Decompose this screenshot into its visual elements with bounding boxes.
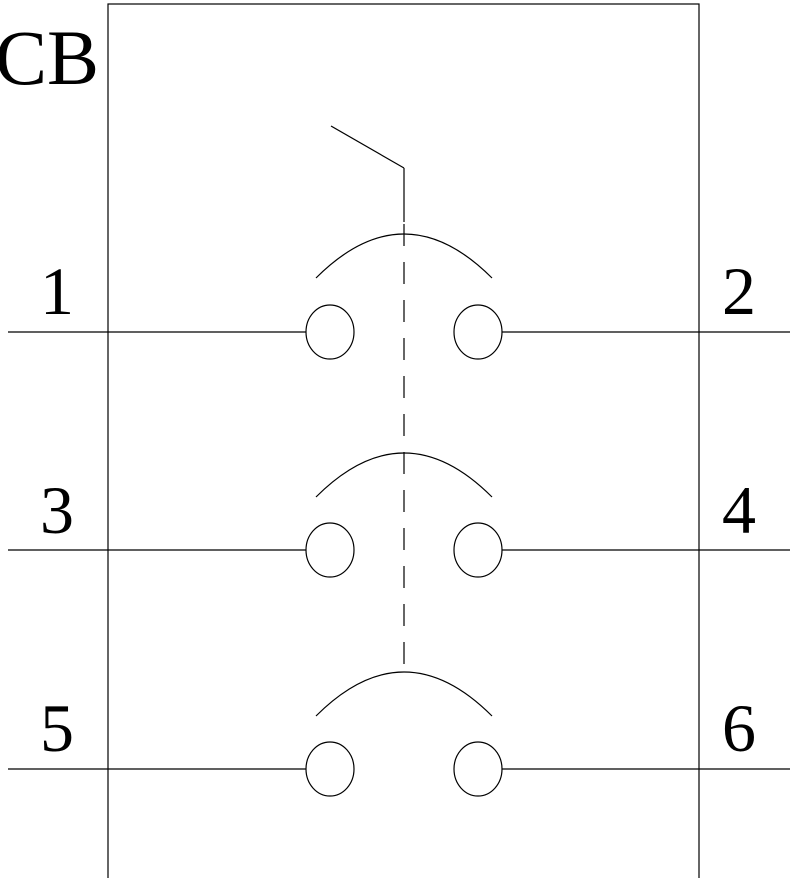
contact-right (453, 304, 503, 360)
terminal-label-2: 2 (722, 253, 756, 329)
terminal-label-6: 6 (722, 690, 756, 766)
contact-arc (315, 452, 493, 498)
contact-left (305, 741, 355, 797)
contact-left (305, 522, 355, 578)
terminal-label-4: 4 (722, 472, 756, 548)
pole-1 (8, 233, 790, 360)
terminal-label-3: 3 (40, 472, 74, 548)
contact-right (453, 741, 503, 797)
terminal-label-5: 5 (40, 690, 74, 766)
pole-2 (8, 452, 790, 578)
contact-arc (315, 233, 493, 279)
contact-right (453, 522, 503, 578)
breaker-enclosure (107, 3, 700, 878)
contact-left (305, 304, 355, 360)
terminal-label-1: 1 (40, 253, 74, 329)
contact-arc (315, 671, 493, 717)
operating-lever (330, 125, 405, 169)
pole-3 (8, 671, 790, 797)
diagram-title: CB (0, 14, 99, 101)
